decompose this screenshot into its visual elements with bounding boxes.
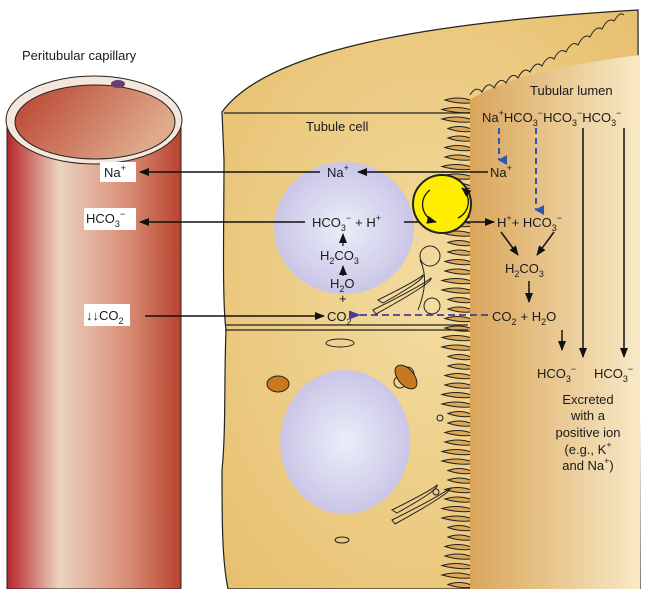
microvillus — [446, 363, 471, 370]
microvillus — [443, 97, 471, 104]
nucleus-upper — [274, 162, 414, 294]
lumen-h-plus-hco3: H++ HCO3− — [497, 213, 562, 233]
tubular-lumen-region — [470, 55, 640, 589]
hco3-label-box — [84, 208, 136, 230]
lumen-top-border — [469, 13, 625, 96]
microvillus — [440, 563, 471, 570]
microvillus — [446, 354, 471, 361]
tubule-cell-label: Tubule cell — [306, 119, 368, 134]
na-h-exchanger — [412, 174, 472, 234]
lumen-top-ions: Na+HCO3−HCO3−HCO3− — [482, 108, 621, 128]
microvillus — [446, 534, 471, 541]
microvillus — [443, 373, 471, 380]
cell-divider — [225, 324, 468, 331]
cell-co2: CO2 — [327, 309, 352, 327]
microvillus — [446, 297, 471, 304]
microvillus — [446, 240, 471, 247]
lumen-h2co3: H2CO3 — [505, 261, 544, 279]
microvillus — [443, 430, 471, 437]
microvillus — [446, 135, 471, 142]
brush-border — [440, 97, 471, 589]
microvillus — [443, 382, 471, 389]
endothelial-nucleus — [111, 80, 125, 88]
microvillus — [446, 468, 471, 475]
cell-na: Na+ — [327, 163, 349, 180]
microvillus — [440, 164, 471, 171]
arrow-h-to-h2co3 — [500, 231, 519, 256]
mitochondria — [266, 364, 418, 393]
microvillus — [440, 287, 471, 294]
capillary-body — [6, 119, 182, 589]
microvillus — [440, 344, 471, 351]
capillary-co2-label: ↓↓CO2 — [86, 308, 124, 326]
microvillus — [440, 278, 471, 285]
microvillus — [446, 582, 471, 589]
nucleus-lower — [280, 370, 410, 514]
microvillus — [446, 126, 471, 133]
peritubular-capillary-label: Peritubular capillary — [22, 48, 137, 63]
capillary-lumen — [14, 84, 176, 160]
microvillus — [446, 306, 471, 313]
cell-h2co3: H2CO3 — [320, 248, 359, 266]
excreted-note: Excreted with a positive ion (e.g., K+ a… — [555, 392, 620, 473]
microvillus — [443, 553, 471, 560]
microvillus — [440, 458, 471, 465]
microvillus — [446, 420, 471, 427]
microvillus — [446, 249, 471, 256]
microvillus — [446, 477, 471, 484]
exchanger-arrow-out — [457, 187, 472, 219]
lumen-hco3-out-1: HCO3− — [537, 364, 576, 384]
capillary-na-label: Na+ — [104, 163, 126, 180]
microvillus — [440, 572, 471, 579]
cell-hco3-plus-h: HCO3−+ H+ — [312, 213, 381, 233]
microvillus — [440, 515, 471, 522]
na-label-box — [100, 162, 136, 182]
microvillus — [440, 116, 471, 123]
microvillus — [443, 496, 471, 503]
tubular-lumen-label: Tubular lumen — [530, 83, 613, 98]
microvillus — [440, 335, 471, 342]
co2-label-box — [84, 304, 130, 326]
svg-text:Excreted: Excreted — [562, 392, 613, 407]
exchanger-arrow-in — [421, 189, 437, 224]
microvillus — [446, 411, 471, 418]
microvillus — [443, 439, 471, 446]
microvillus — [440, 401, 471, 408]
lumen-co2-plus-h2o: CO2+ H2O — [492, 309, 556, 327]
lumen-na: Na+ — [490, 163, 512, 180]
svg-text:positive ion: positive ion — [555, 425, 620, 440]
microvillus — [440, 392, 471, 399]
lumen-hco3-out-2: HCO3− — [594, 364, 633, 384]
microvillus — [446, 525, 471, 532]
arrow-hco3-to-h2co3 — [536, 231, 555, 256]
microvillus — [443, 544, 471, 551]
microvillus — [440, 506, 471, 513]
cell-plus: + — [339, 291, 347, 306]
microvillus — [443, 316, 471, 323]
microvillus — [440, 449, 471, 456]
svg-text:with a: with a — [570, 408, 606, 423]
organelles — [325, 245, 451, 544]
cell-h2o: H2O — [330, 276, 355, 294]
microvillus — [443, 145, 471, 152]
microvillus — [443, 268, 471, 275]
svg-text:and Na+): and Na+) — [562, 456, 614, 473]
microvillus — [443, 154, 471, 161]
microvillus — [443, 487, 471, 494]
svg-text:(e.g., K+: (e.g., K+ — [564, 440, 611, 457]
microvillus — [443, 259, 471, 266]
capillary-hco3-label: HCO3− — [86, 209, 125, 229]
